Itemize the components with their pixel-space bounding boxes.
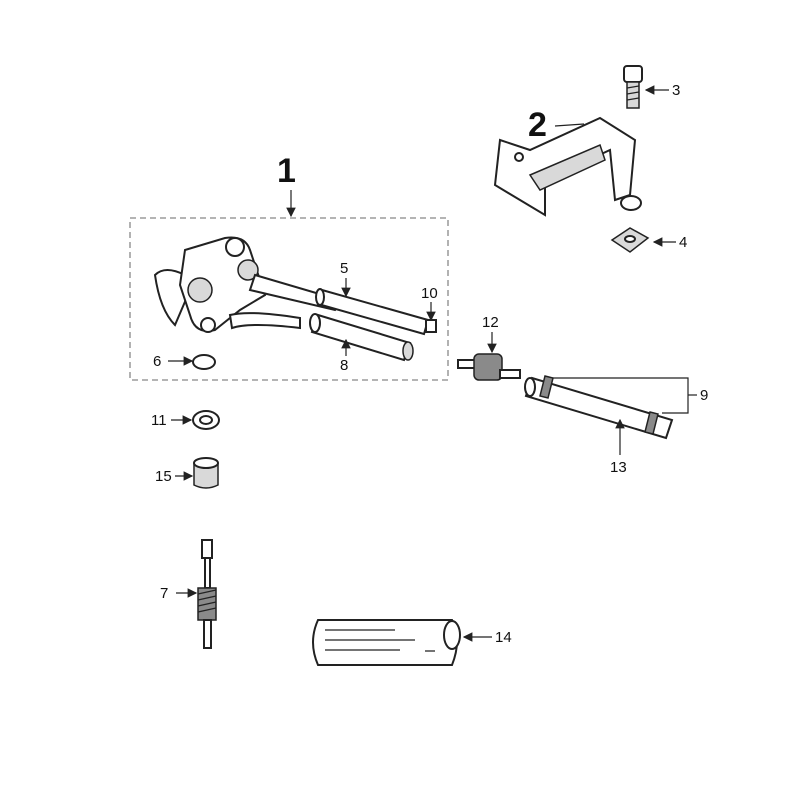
- fuel-filter-12[interactable]: 12: [457, 314, 521, 381]
- nut-4[interactable]: 4: [610, 227, 687, 253]
- callout-2: 2: [528, 106, 547, 144]
- callout-14: 14: [495, 629, 512, 646]
- hose-13[interactable]: 9 13: [524, 375, 708, 476]
- callout-4: 4: [679, 234, 687, 251]
- sleeve-14[interactable]: 14: [312, 619, 512, 666]
- callout-5: 5: [340, 260, 348, 277]
- callout-12: 12: [482, 314, 499, 331]
- bushing-15[interactable]: 15: [155, 457, 219, 489]
- assembly-group-1[interactable]: 1 5 10 8 6: [129, 152, 449, 381]
- callout-11: 11: [151, 412, 167, 429]
- callout-8: 8: [340, 357, 348, 374]
- callout-13: 13: [610, 459, 627, 476]
- o-ring-6: [192, 354, 216, 370]
- callout-10: 10: [421, 285, 438, 302]
- callout-7: 7: [160, 585, 168, 602]
- oil-pump-body: [153, 236, 342, 333]
- callout-3: 3: [672, 82, 680, 99]
- callout-9: 9: [700, 387, 708, 404]
- oil-hose-5: [315, 288, 437, 336]
- oil-hose-8: [309, 313, 414, 362]
- callout-6: 6: [153, 353, 161, 370]
- drive-gear-shaft-7[interactable]: 7: [160, 539, 217, 649]
- hose-clamp-9b: [644, 411, 659, 435]
- hose-clamp-9a: [539, 375, 554, 399]
- washer-11[interactable]: 11: [151, 410, 220, 430]
- callout-15: 15: [155, 468, 172, 485]
- bracket-2[interactable]: 2: [493, 106, 642, 217]
- bolt-3[interactable]: 3: [623, 65, 680, 109]
- callout-1: 1: [277, 152, 296, 190]
